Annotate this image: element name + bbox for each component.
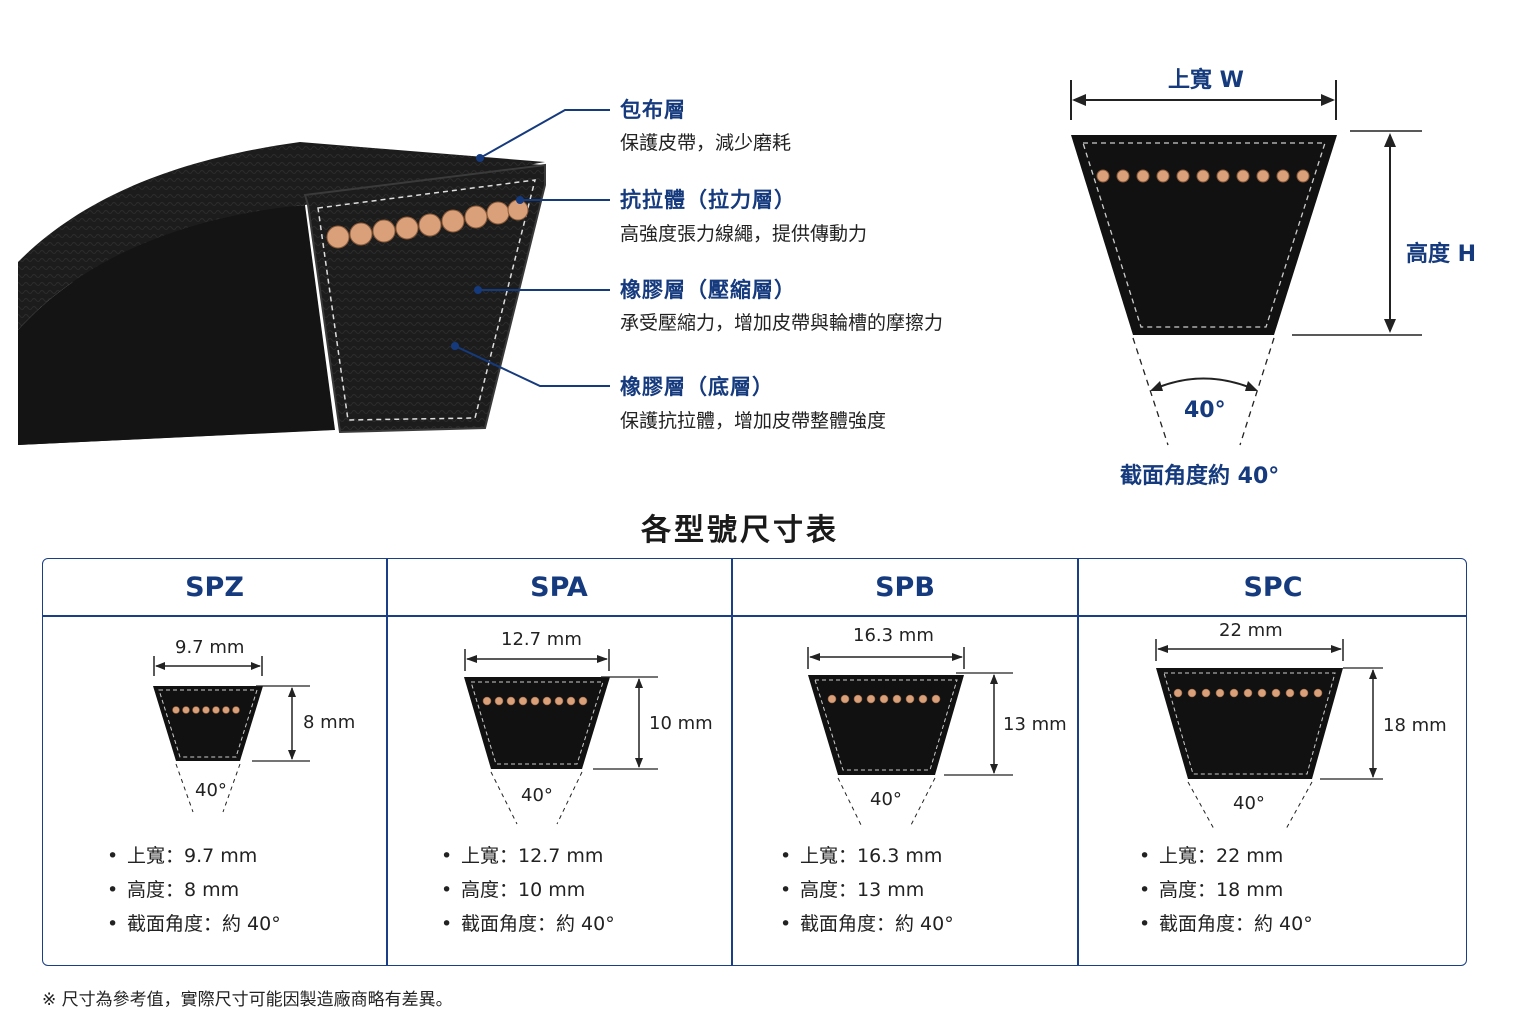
angle-caption: 截面角度約 40° [1120, 464, 1280, 489]
list-item: •截面角度：約 40° [1139, 913, 1313, 935]
belt-top-surface [18, 142, 545, 330]
column-divider [731, 559, 733, 965]
spz-top-width: 9.7 mm [175, 637, 245, 658]
layer-3-desc: 承受壓縮力，增加皮帶與輪槽的摩擦力 [620, 312, 944, 334]
spc-height: 18 mm [1383, 715, 1447, 736]
spa-angle: 40° [521, 785, 553, 806]
list-item: •截面角度：約 40° [441, 913, 615, 935]
column-header-spa: SPA [530, 572, 588, 603]
spb-angle: 40° [870, 789, 902, 810]
spz-angle: 40° [195, 780, 227, 801]
spc-spec-list: •上寬：22 mm •高度：18 mm •截面角度：約 40° [1139, 842, 1313, 944]
layer-4-desc: 保護抗拉體，增加皮帶整體強度 [620, 410, 887, 432]
belt-section-shape [1071, 135, 1337, 335]
spa-section-diagram [464, 649, 658, 825]
top-width-label: 上寬 W [1168, 68, 1244, 93]
tensile-cords [326, 199, 529, 249]
list-item: •高度：10 mm [441, 879, 586, 901]
layer-1-title: 包布層 [620, 98, 686, 122]
layer-1-desc: 保護皮帶，減少磨耗 [620, 132, 792, 154]
spc-angle: 40° [1233, 793, 1265, 814]
list-item: •上寬：22 mm [1139, 845, 1284, 867]
belt-side [18, 205, 335, 445]
layer-4-title: 橡膠層（底層） [620, 375, 774, 399]
list-item: •截面角度：約 40° [107, 913, 281, 935]
angle-label: 40° [1184, 398, 1226, 423]
spc-top-width: 22 mm [1219, 620, 1283, 641]
spa-top-width: 12.7 mm [501, 629, 582, 650]
column-header-spb: SPB [875, 572, 935, 603]
list-item: •上寬：12.7 mm [441, 845, 604, 867]
column-divider [1077, 559, 1079, 965]
footnote: ※ 尺寸為參考值，實際尺寸可能因製造廠商略有差異。 [42, 990, 453, 1010]
spb-height: 13 mm [1003, 714, 1067, 735]
fabric-layer-line [317, 179, 536, 421]
belt-illustration [18, 109, 610, 445]
dimension-diagram [1070, 80, 1422, 446]
spa-height: 10 mm [649, 713, 713, 734]
column-header-spz: SPZ [185, 572, 244, 603]
height-label: 高度 H [1406, 242, 1477, 267]
table-title: 各型號尺寸表 [641, 513, 839, 548]
size-table: SPZ SPA SPB SPC 9.7 mm 8 mm 40° [42, 558, 1467, 966]
spb-section-diagram [807, 647, 1013, 828]
header-divider [43, 615, 1466, 617]
list-item: •高度：13 mm [780, 879, 925, 901]
list-item: •高度：18 mm [1139, 879, 1284, 901]
spa-spec-list: •上寬：12.7 mm •高度：10 mm •截面角度：約 40° [441, 842, 615, 944]
spz-section-diagram [153, 656, 310, 813]
leader-lines [451, 109, 610, 387]
list-item: •上寬：16.3 mm [780, 845, 943, 867]
list-item: •截面角度：約 40° [780, 913, 954, 935]
spb-top-width: 16.3 mm [853, 625, 934, 646]
list-item: •上寬：9.7 mm [107, 845, 258, 867]
list-item: •高度：8 mm [107, 879, 240, 901]
column-divider [386, 559, 388, 965]
column-header-spc: SPC [1243, 572, 1303, 603]
spz-spec-list: •上寬：9.7 mm •高度：8 mm •截面角度：約 40° [107, 842, 281, 944]
spz-height: 8 mm [303, 712, 356, 733]
spc-section-diagram [1155, 639, 1383, 830]
layer-2-title: 抗拉體（拉力層） [620, 188, 796, 212]
spb-spec-list: •上寬：16.3 mm •高度：13 mm •截面角度：約 40° [780, 842, 954, 944]
layer-2-desc: 高強度張力線繩，提供傳動力 [620, 223, 868, 245]
layer-3-title: 橡膠層（壓縮層） [620, 278, 796, 302]
